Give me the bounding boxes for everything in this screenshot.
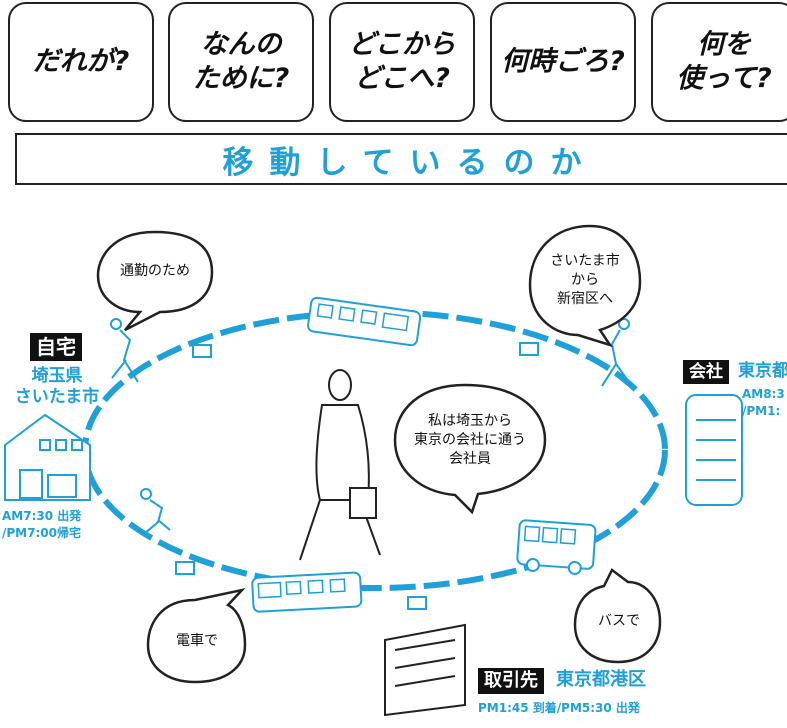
title-banner: 移動しているのか bbox=[15, 133, 787, 185]
home-place: 埼玉県 さいたま市 bbox=[14, 366, 100, 407]
speech-bubbles bbox=[96, 224, 662, 684]
bubble-train bbox=[146, 587, 247, 684]
company-times: AM8:3 /PM1: bbox=[742, 387, 785, 418]
question-label: 何時ごろ? bbox=[501, 46, 625, 77]
home-tag: 自宅 bbox=[30, 333, 82, 361]
client-times: PM1:45 到着/PM5:30 出発 bbox=[478, 701, 640, 715]
bubble-route-text: さいたま市 から 新宿区へ bbox=[550, 253, 620, 307]
question-label: 何を 使って? bbox=[676, 29, 772, 94]
home-times: AM7:30 出発 /PM7:00帰宅 bbox=[2, 509, 82, 540]
question-label: なんの ために? bbox=[192, 29, 290, 94]
question-label: だれが? bbox=[32, 46, 130, 77]
question-who: だれが? bbox=[8, 2, 154, 122]
client-place: 東京都港区 bbox=[556, 669, 646, 690]
office-building-icon bbox=[685, 394, 743, 506]
question-label: どこから どこへ? bbox=[348, 29, 456, 94]
client-tag: 取引先 bbox=[478, 668, 544, 694]
question-when: 何時ごろ? bbox=[490, 2, 636, 122]
question-what: 何を 使って? bbox=[651, 2, 787, 122]
bubble-bus bbox=[573, 568, 662, 664]
train-icon bbox=[251, 571, 363, 613]
house-icon bbox=[4, 413, 91, 501]
bubble-bus-text: バスで bbox=[598, 613, 640, 629]
question-from-to: どこから どこへ? bbox=[329, 2, 475, 122]
banner-text: 移動しているのか bbox=[222, 144, 598, 181]
bubble-train-text: 電車で bbox=[176, 633, 218, 649]
bubble-commute bbox=[96, 230, 214, 332]
train-icon bbox=[307, 296, 422, 347]
bubble-route bbox=[528, 224, 642, 348]
company-place: 東京都 bbox=[738, 361, 787, 381]
bubble-commute-text: 通勤のため bbox=[120, 263, 190, 279]
walking-figure-icon bbox=[110, 318, 630, 535]
station-markers bbox=[175, 342, 539, 610]
client-building-icon bbox=[384, 623, 466, 717]
commuter-person-icon bbox=[299, 369, 381, 561]
question-why: なんの ために? bbox=[168, 2, 314, 122]
bubble-self bbox=[393, 383, 547, 515]
company-tag: 会社 bbox=[683, 360, 729, 384]
bus-icon bbox=[516, 519, 597, 575]
bubble-self-text: 私は埼玉から 東京の会社に通う 会社員 bbox=[414, 413, 526, 467]
